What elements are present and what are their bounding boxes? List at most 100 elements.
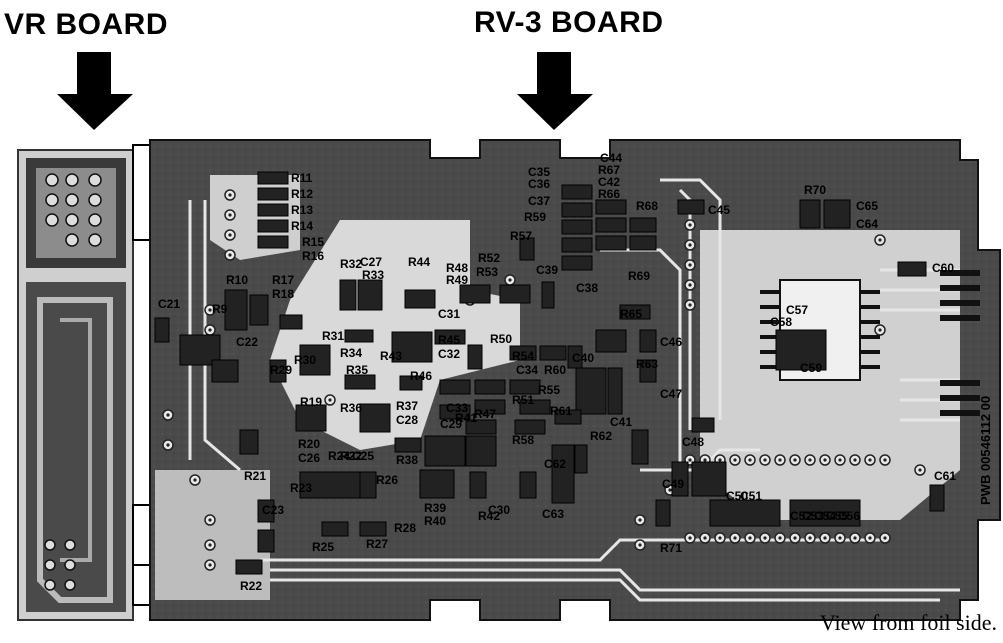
svg-text:C44: C44 [600, 151, 622, 165]
svg-text:R65: R65 [620, 307, 642, 321]
svg-text:R20: R20 [298, 437, 320, 451]
svg-text:R57: R57 [510, 229, 532, 243]
svg-text:C27: C27 [360, 255, 382, 269]
svg-text:R59: R59 [524, 210, 546, 224]
svg-text:R49: R49 [446, 273, 468, 287]
svg-text:R34: R34 [340, 346, 362, 360]
svg-text:R9: R9 [212, 302, 228, 316]
svg-text:R35: R35 [346, 363, 368, 377]
svg-text:R10: R10 [226, 273, 248, 287]
svg-text:C35: C35 [528, 165, 550, 179]
svg-text:C49: C49 [662, 477, 684, 491]
smd-components [154, 171, 945, 575]
svg-text:R39: R39 [424, 501, 446, 515]
rv3-board-arrow [517, 52, 593, 130]
vr-board-arrow [57, 52, 133, 130]
svg-text:C25: C25 [352, 449, 374, 463]
svg-text:R13: R13 [291, 203, 313, 217]
svg-text:R63: R63 [636, 357, 658, 371]
svg-text:C62: C62 [544, 457, 566, 471]
svg-text:C36: C36 [528, 177, 550, 191]
svg-text:R36: R36 [340, 401, 362, 415]
svg-text:R48: R48 [446, 261, 468, 275]
svg-text:R60: R60 [544, 363, 566, 377]
svg-text:C47: C47 [660, 387, 682, 401]
svg-text:C65: C65 [856, 199, 878, 213]
svg-text:R68: R68 [636, 199, 658, 213]
svg-text:R32: R32 [340, 257, 362, 271]
svg-text:R41: R41 [455, 411, 477, 425]
svg-text:R62: R62 [590, 429, 612, 443]
svg-text:R61: R61 [550, 404, 572, 418]
svg-text:R55: R55 [538, 383, 560, 397]
svg-text:R22: R22 [340, 449, 362, 463]
svg-text:R33: R33 [362, 268, 384, 282]
rv3-board-title: RV-3 BOARD [474, 6, 664, 39]
svg-text:R51: R51 [512, 393, 534, 407]
svg-text:C53: C53 [802, 509, 824, 523]
svg-text:R15: R15 [302, 235, 324, 249]
svg-text:R21: R21 [244, 469, 266, 483]
svg-text:C23: C23 [262, 503, 284, 517]
svg-text:R23: R23 [290, 481, 312, 495]
svg-text:C56: C56 [838, 509, 860, 523]
svg-text:R52: R52 [478, 251, 500, 265]
svg-text:C54: C54 [814, 509, 836, 523]
svg-text:C41: C41 [610, 415, 632, 429]
svg-text:C45: C45 [708, 203, 730, 217]
view-caption: View from foil side. [819, 610, 997, 635]
svg-text:R28: R28 [394, 521, 416, 535]
svg-text:R29: R29 [270, 363, 292, 377]
svg-text:C42: C42 [598, 175, 620, 189]
svg-text:C48: C48 [682, 435, 704, 449]
svg-text:C31: C31 [438, 307, 460, 321]
svg-text:C40: C40 [572, 351, 594, 365]
svg-text:R67: R67 [598, 163, 620, 177]
svg-text:R38: R38 [396, 453, 418, 467]
svg-text:R24: R24 [328, 449, 350, 463]
svg-text:R58: R58 [512, 433, 534, 447]
svg-text:R26: R26 [376, 473, 398, 487]
svg-text:R54: R54 [512, 349, 534, 363]
svg-text:C61: C61 [934, 469, 956, 483]
svg-text:C26: C26 [298, 451, 320, 465]
svg-text:C28: C28 [396, 413, 418, 427]
svg-text:C59: C59 [800, 361, 822, 375]
svg-text:R47: R47 [474, 407, 496, 421]
svg-text:R11: R11 [291, 171, 313, 185]
svg-text:C52: C52 [790, 509, 812, 523]
svg-text:C21: C21 [158, 297, 180, 311]
svg-text:C33: C33 [446, 401, 468, 415]
svg-text:R18: R18 [272, 287, 294, 301]
svg-text:R43: R43 [380, 349, 402, 363]
svg-text:R31: R31 [322, 329, 344, 343]
svg-text:R30: R30 [294, 353, 316, 367]
vr-board-title: VR BOARD [4, 8, 169, 41]
svg-text:R50: R50 [490, 332, 512, 346]
svg-text:C58: C58 [770, 315, 792, 329]
svg-text:R71: R71 [660, 541, 682, 555]
svg-text:C50: C50 [726, 489, 748, 503]
svg-text:C64: C64 [856, 217, 878, 231]
svg-text:C22: C22 [236, 335, 258, 349]
svg-text:C34: C34 [516, 363, 538, 377]
svg-text:C30: C30 [488, 503, 510, 517]
svg-text:R27: R27 [366, 537, 388, 551]
svg-text:R17: R17 [272, 273, 294, 287]
svg-text:R45: R45 [438, 333, 460, 347]
svg-text:R37: R37 [396, 399, 418, 413]
svg-text:R19: R19 [300, 395, 322, 409]
svg-text:R16: R16 [302, 249, 324, 263]
pcb-id-label: PWB 00546112 00 [978, 396, 993, 505]
svg-text:R14: R14 [291, 219, 313, 233]
svg-text:C51: C51 [740, 489, 762, 503]
svg-text:C32: C32 [438, 347, 460, 361]
svg-text:R42: R42 [478, 509, 500, 523]
svg-text:R70: R70 [804, 183, 826, 197]
svg-text:R46: R46 [410, 369, 432, 383]
svg-text:C57: C57 [786, 303, 808, 317]
svg-text:R22: R22 [240, 579, 262, 593]
svg-text:R53: R53 [476, 265, 498, 279]
